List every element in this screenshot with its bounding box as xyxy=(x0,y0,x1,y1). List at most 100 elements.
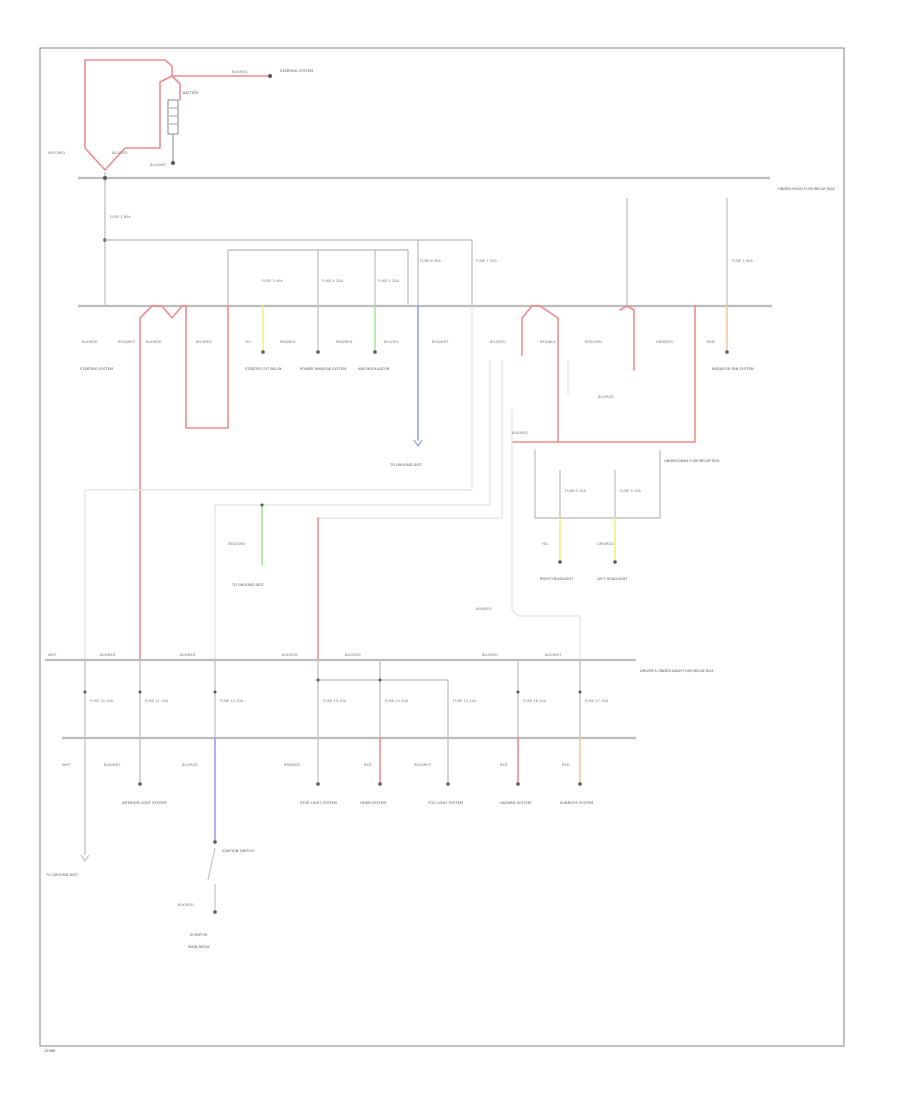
out-dot-3 xyxy=(213,840,217,844)
out-code-7: RED xyxy=(500,763,508,767)
wire-code-brn-blk: BRN/BLK xyxy=(280,340,296,344)
under-dash-box-outline xyxy=(534,450,661,519)
bottom-box-label: DRIVER'S UNDER-DASH FUSE/RELAY BOX xyxy=(640,669,714,673)
wire-code-red-blk: RED/BLK xyxy=(540,340,556,344)
wire-code-wht-red: WHT/RED xyxy=(48,151,65,155)
bottom-dot-1 xyxy=(83,690,87,694)
gray-route-4 xyxy=(511,409,581,661)
bottom-wire-code-top-2: BLK/RED xyxy=(100,653,116,657)
underhood-fuse-box: UNDER-HOOD FUSE/RELAY BOX FUSE 1 80A FUS… xyxy=(78,172,835,308)
diagram-frame xyxy=(39,47,845,1047)
out-code-2: BLK/WHT xyxy=(104,763,121,767)
bottom-fuse-1-label: FUSE 10 15A xyxy=(90,699,114,703)
battery-red-wire-left xyxy=(84,59,173,171)
out-component-horn: HORN SYSTEM xyxy=(360,801,386,805)
out-component-stop: STOP LIGHT SYSTEM xyxy=(300,801,337,805)
battery-ground-dot xyxy=(171,161,175,165)
bottom-wire-code-top-3: BLK/RED xyxy=(180,653,196,657)
out-component-ecm: ECM/PCM xyxy=(190,933,207,937)
wire-code-blu-red-top: BLU/RED xyxy=(112,151,128,155)
fuse-3-label: FUSE 3 40A xyxy=(262,279,283,283)
bottom-dot-6 xyxy=(516,690,520,694)
battery-red-wire-top xyxy=(84,59,269,77)
battery-label: BATTERY xyxy=(183,91,200,95)
bottom-fuse-7-label: FUSE 16 10A xyxy=(523,699,547,703)
component-starter-output: STARTING SYSTEM xyxy=(80,367,113,371)
component-right-headlight: RIGHT HEADLIGHT xyxy=(540,577,574,581)
wire-code-blk-wht: BLK/WHT xyxy=(432,340,449,344)
under-dash-fuse-2: FUSE 9 10A xyxy=(620,489,641,493)
wire-code-wht-red-2: RED/WHT xyxy=(118,340,136,344)
battery-cell-icon xyxy=(167,99,179,135)
out-component-sunroof: SUNROOF SYSTEM xyxy=(560,801,593,805)
green-wire-end-dot xyxy=(373,350,377,354)
wire-code-blu-red-2: BLU/RED xyxy=(196,340,212,344)
bottom-fuse-box: DRIVER'S UNDER-DASH FUSE/RELAY BOX FUSE … xyxy=(45,607,714,740)
out-component-interior: INTERIOR LIGHT SYSTEM xyxy=(122,801,166,805)
bottom-wire-code-top-1: WHT xyxy=(48,653,57,657)
wire-code-red-top: RED xyxy=(707,340,715,344)
out-dot-4 xyxy=(316,782,320,786)
gray-wire-end-dot xyxy=(316,350,320,354)
component-ground-dist-1: TO GROUND DIST. xyxy=(389,463,423,467)
red-wire-right-branch-2 xyxy=(557,305,696,443)
fuse-right-1-label: FUSE 2 40A xyxy=(732,259,753,263)
wire-code-blu-red-loop: BLU/RED xyxy=(598,395,614,399)
bottom-wire-code-top-7: BLK/WHT xyxy=(545,653,562,657)
component-left-headlight: LEFT HEADLIGHT xyxy=(597,577,628,581)
bottom-fuse-5-label: FUSE 14 20A xyxy=(385,699,409,703)
out-dot-5 xyxy=(378,782,382,786)
bottom-dot-5 xyxy=(378,678,382,682)
blue-wire-arrow xyxy=(413,439,423,448)
page-number: 19966 xyxy=(44,1049,56,1053)
wire-code-grn-dash: GRN/RED xyxy=(597,542,614,546)
battery-section: BATTERY STARTING SYSTEM BLK/RED WHT/RED … xyxy=(48,59,313,171)
out-dot-6 xyxy=(446,782,450,786)
wire-code-blk-red-loop: BLK/RED xyxy=(512,431,528,435)
starter-label: STARTING SYSTEM xyxy=(280,69,313,73)
out-code-ign: BLK/RED xyxy=(178,903,194,907)
out-code-6: RED/WHT xyxy=(414,763,432,767)
red-wire-right-branch-3 xyxy=(619,305,635,371)
out-code-4: BRN/RED xyxy=(284,763,301,767)
underhood-outputs: BLK/RED RED/WHT BLK/RED BLU/RED YEL BRN/… xyxy=(80,305,754,661)
out-component-hazard: HAZARD SYSTEM xyxy=(500,801,531,805)
wire-code-blk-red-top: BLK/RED xyxy=(232,70,248,74)
bottom-fuse-4-label: FUSE 13 10A xyxy=(323,699,347,703)
fuse-4-label: FUSE 4 20A xyxy=(322,279,343,283)
fuse-7-label: FUSE 7 20A xyxy=(476,259,497,263)
bottom-wire-code-top-4: BLK/RED xyxy=(282,653,298,657)
component-starter-output-2: STARTER CUT RELAY xyxy=(245,367,283,371)
bottom-fuse-6-label: FUSE 15 15A xyxy=(453,699,477,703)
out-code-5: RED xyxy=(364,763,372,767)
out-dot-3b xyxy=(213,910,217,914)
underhood-box-label: UNDER-HOOD FUSE/RELAY BOX xyxy=(778,187,835,191)
bottom-dot-4 xyxy=(316,678,320,682)
bottom-fuse-2-label: FUSE 11 15A xyxy=(145,699,169,703)
wire-code-yel-dash: YEL xyxy=(542,542,548,546)
wire-code-blu-red-3: BLU/RED xyxy=(490,340,506,344)
yellow-wire-end-dot xyxy=(261,350,265,354)
bottom-wire-code-top-5: BLU/RED xyxy=(345,653,361,657)
out-code-3: BLU/RED xyxy=(182,763,198,767)
bottom-fuse-8-label: FUSE 17 10A xyxy=(585,699,609,703)
out-dot-8 xyxy=(578,782,582,786)
red-loop-left xyxy=(139,305,229,661)
out-code-1: WHT xyxy=(62,763,71,767)
bottom-wire-code-top-6: BLU/RED xyxy=(482,653,498,657)
orange-wire-end-dot xyxy=(725,350,729,354)
main-feed-dot xyxy=(103,176,107,180)
out-code-8: RED xyxy=(562,763,570,767)
bottom-dot-3 xyxy=(213,690,217,694)
out-dot-2 xyxy=(138,782,142,786)
fuse-5-label: FUSE 5 20A xyxy=(378,279,399,283)
wire-code-blk: BLK/WHT xyxy=(150,163,167,167)
component-radiator-fan: RADIATOR FAN SYSTEM xyxy=(712,367,754,371)
out-wire-1-arrow xyxy=(80,854,90,863)
component-power-window: POWER WINDOW SYSTEM xyxy=(300,367,346,371)
wire-code-blk-red-3: BLK/RED xyxy=(146,340,162,344)
bottom-dot-7 xyxy=(578,690,582,694)
wire-code-grn-red: GRN/RED xyxy=(656,340,673,344)
under-dash-box-label: UNDER-DASH FUSE/RELAY BOX xyxy=(664,459,720,463)
